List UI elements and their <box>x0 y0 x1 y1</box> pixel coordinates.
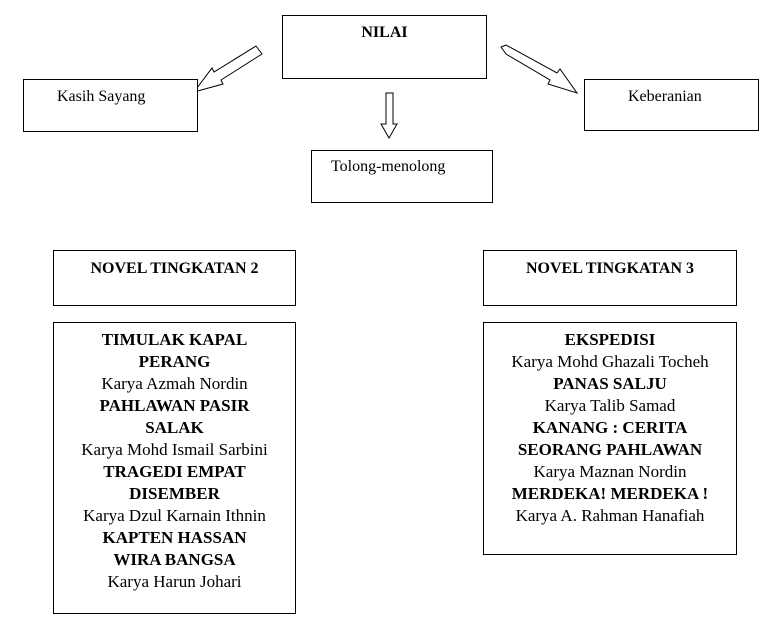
novel-list-line: KAPTEN HASSAN <box>102 528 247 547</box>
novel-list-line: DISEMBER <box>129 484 220 503</box>
novel-list-line: PAHLAWAN PASIR <box>99 396 250 415</box>
novel-header-box-tingkatan-3 <box>483 250 737 306</box>
novel-header-label-tingkatan-3: NOVEL TINGKATAN 3 <box>525 260 695 277</box>
arrow-to-kasih-sayang <box>192 45 263 93</box>
novel-list-tingkatan-3: EKSPEDISI Karya Mohd Ghazali Tocheh PANA… <box>483 329 737 527</box>
arrow-to-tolong-menolong <box>380 92 398 140</box>
value-node-label-tolong-menolong: Tolong-menolong <box>331 158 446 175</box>
value-node-box-tolong-menolong <box>311 150 493 203</box>
novel-list-line: MERDEKA! MERDEKA ! <box>511 484 709 503</box>
novel-list-line: TIMULAK KAPAL <box>101 330 248 349</box>
novel-list-line: PERANG <box>138 352 211 371</box>
novel-list-line: SALAK <box>145 418 204 437</box>
novel-list-tingkatan-2: TIMULAK KAPAL PERANG Karya Azmah Nordin … <box>53 329 296 593</box>
novel-list-line: TRAGEDI EMPAT <box>103 462 246 481</box>
root-node-box <box>282 15 487 79</box>
novel-list-line: Karya Harun Johari <box>107 572 242 591</box>
novel-list-line: Karya Maznan Nordin <box>533 462 687 481</box>
value-node-label-kasih-sayang: Kasih Sayang <box>57 88 146 105</box>
novel-header-box-tingkatan-2 <box>53 250 296 306</box>
novel-list-line: WIRA BANGSA <box>113 550 236 569</box>
novel-list-line: Karya Dzul Karnain Ithnin <box>83 506 266 525</box>
novel-list-line: Karya Talib Samad <box>544 396 676 415</box>
novel-list-line: Karya Azmah Nordin <box>101 374 248 393</box>
arrow-to-keberanian <box>500 44 579 94</box>
novel-list-box-tingkatan-3 <box>483 322 737 555</box>
novel-list-line: Karya A. Rahman Hanafiah <box>515 506 705 525</box>
novel-list-line: Karya Mohd Ismail Sarbini <box>81 440 268 459</box>
novel-header-label-tingkatan-2: NOVEL TINGKATAN 2 <box>90 260 259 277</box>
value-node-box-keberanian <box>584 79 759 131</box>
novel-list-line: KANANG : CERITA <box>532 418 688 437</box>
novel-list-box-tingkatan-2 <box>53 322 296 614</box>
novel-list-line: Karya Mohd Ghazali Tocheh <box>511 352 709 371</box>
value-node-label-keberanian: Keberanian <box>628 88 702 105</box>
novel-list-line: PANAS SALJU <box>553 374 667 393</box>
root-node-label: NILAI <box>361 24 408 41</box>
value-node-box-kasih-sayang <box>23 79 198 132</box>
novel-list-line: EKSPEDISI <box>564 330 656 349</box>
novel-list-line: SEORANG PAHLAWAN <box>517 440 703 459</box>
